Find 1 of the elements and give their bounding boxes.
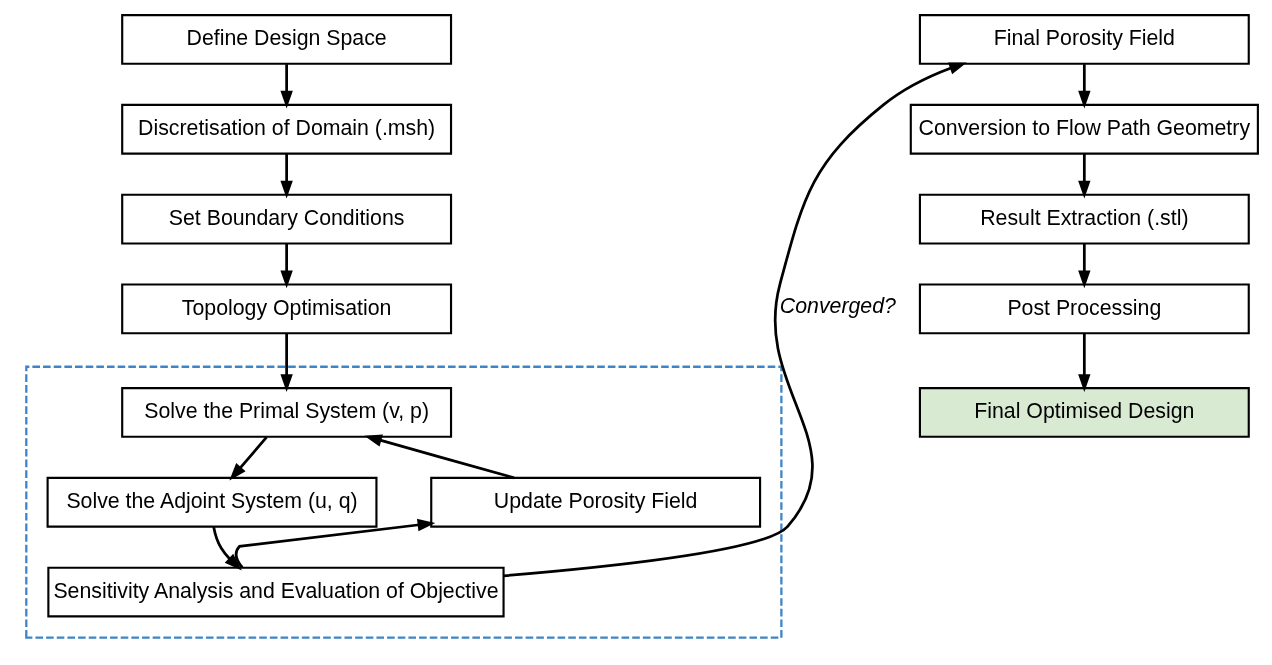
edge-label: Converged? [779, 294, 896, 319]
